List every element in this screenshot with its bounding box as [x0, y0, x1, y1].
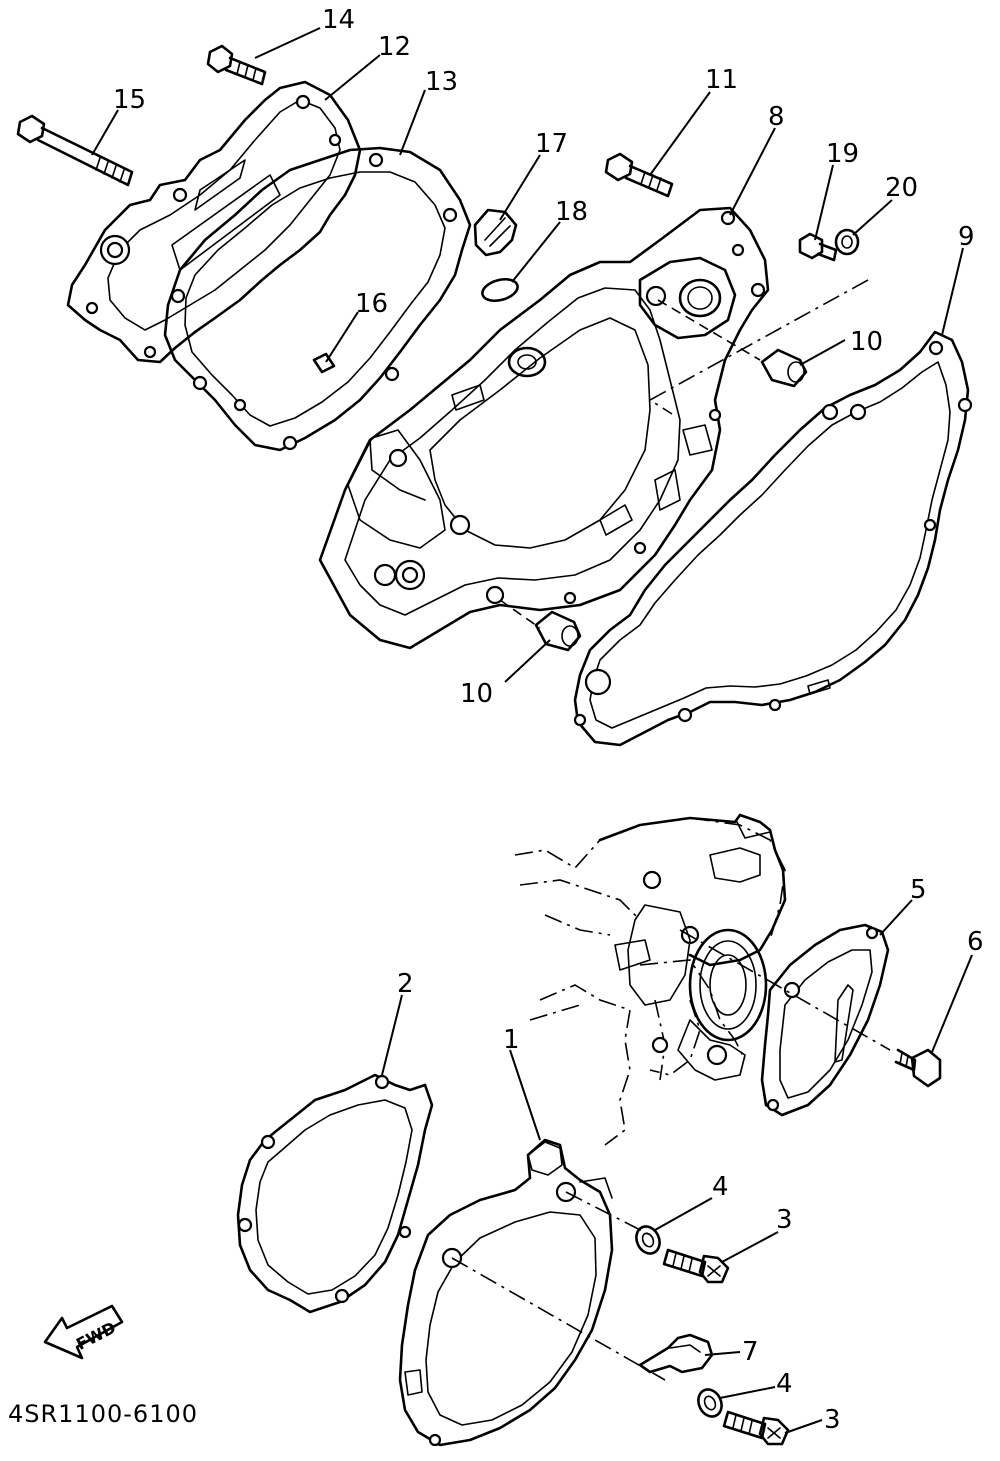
clutch-cover-gasket	[163, 146, 472, 452]
callout-19: 19	[826, 139, 859, 169]
dowel-10-upper	[760, 348, 808, 388]
callout-10-lower: 10	[460, 679, 493, 709]
callout-11: 11	[705, 65, 738, 95]
bolt-15	[16, 114, 134, 187]
washer-4-lower	[697, 1388, 723, 1418]
washer-20	[834, 228, 860, 256]
callout-16: 16	[355, 289, 388, 319]
ignition-cover-1	[398, 1138, 614, 1447]
callout-8: 8	[768, 102, 785, 132]
fwd-label: FWD	[73, 1318, 119, 1354]
callout-20: 20	[885, 173, 918, 203]
bolt-11	[604, 152, 674, 198]
callout-leaders	[91, 27, 973, 1434]
callout-13: 13	[425, 67, 458, 97]
callout-4-upper: 4	[712, 1172, 729, 1202]
crankcase-cover-8	[318, 206, 770, 650]
forward-direction-arrow: FWD	[43, 1304, 124, 1360]
ignition-cover-gasket-2	[236, 1073, 434, 1314]
callout-14: 14	[322, 5, 355, 35]
callout-labels: 14 12 13 15 16 17 18 11 8 19 20 9 10 10 …	[113, 5, 984, 1435]
callout-9: 9	[958, 222, 975, 252]
callout-15: 15	[113, 85, 146, 115]
engine-upper-casting	[598, 813, 787, 1081]
callout-12: 12	[378, 32, 411, 62]
dowel-pin-16	[312, 352, 336, 374]
callout-1: 1	[503, 1025, 520, 1055]
clamp-7	[638, 1333, 714, 1374]
callout-3-lower: 3	[824, 1405, 841, 1435]
screw-3-upper	[662, 1248, 730, 1284]
clutch-cover-outer	[66, 80, 362, 364]
callout-7: 7	[742, 1337, 759, 1367]
callout-17: 17	[535, 129, 568, 159]
callout-4-lower: 4	[776, 1369, 793, 1399]
engine-phantom-outline	[514, 817, 786, 1146]
washer-4-upper	[635, 1225, 661, 1255]
drain-bolt-19	[798, 232, 838, 262]
callout-6: 6	[967, 927, 984, 957]
crankcase-gasket-9	[573, 330, 973, 747]
oil-filler-plug-17	[473, 208, 518, 257]
callout-3-upper: 3	[776, 1205, 793, 1235]
screw-3-lower	[722, 1410, 790, 1446]
callout-10-upper: 10	[850, 327, 883, 357]
dowel-10-lower	[534, 610, 582, 652]
callout-18: 18	[555, 197, 588, 227]
callout-5: 5	[910, 875, 927, 905]
bolt-14	[206, 44, 267, 86]
bolt-6	[894, 1048, 942, 1088]
callout-2: 2	[397, 969, 414, 999]
diagram-code: 4SR1100-6100	[8, 1400, 198, 1428]
water-pump-cover-5	[760, 923, 890, 1117]
o-ring-18	[481, 277, 519, 303]
